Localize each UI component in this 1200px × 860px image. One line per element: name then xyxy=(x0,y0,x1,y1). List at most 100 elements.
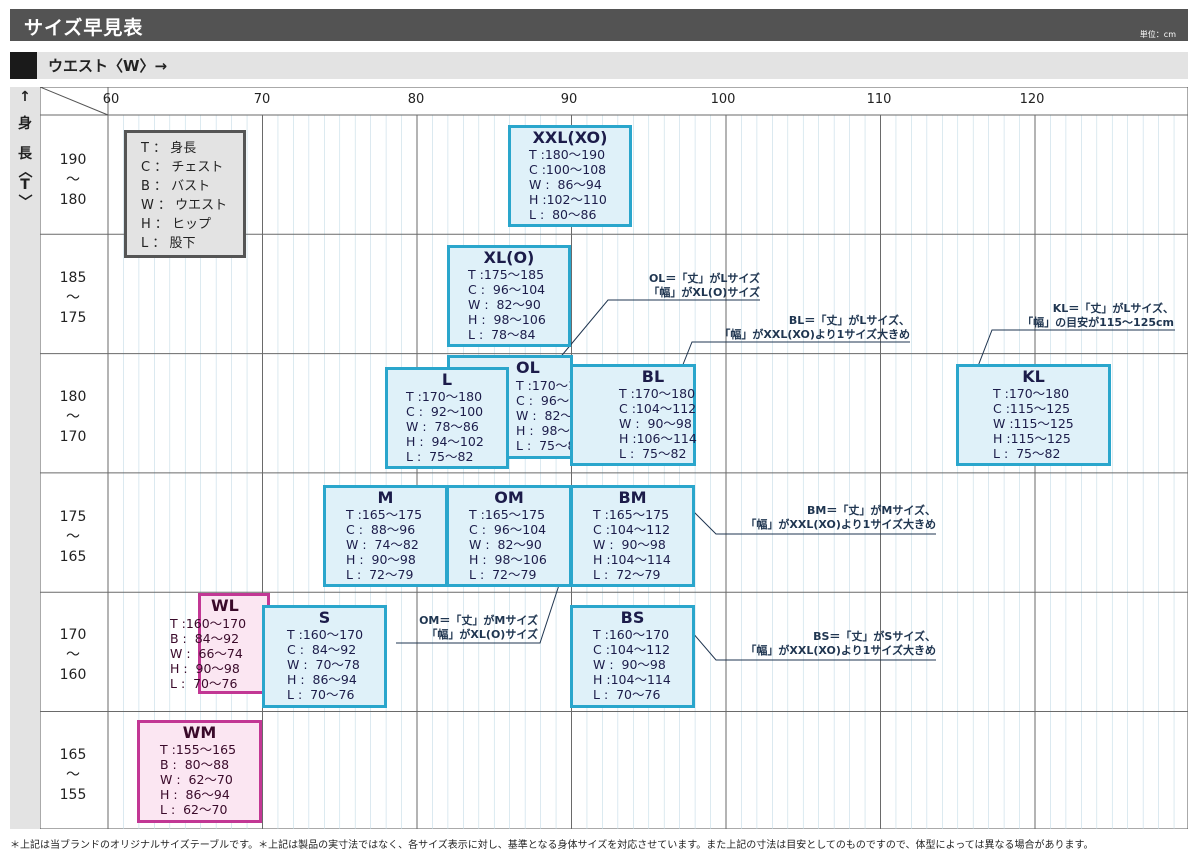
size-line: H :104〜114 xyxy=(593,552,671,567)
size-name: BM xyxy=(618,488,647,507)
height-row-label: 185 〜 175 xyxy=(44,268,102,328)
height-row-bottom: 165 xyxy=(59,549,87,565)
legend-item: H ： ヒップ xyxy=(141,217,212,232)
size-line: L : 72〜79 xyxy=(593,567,661,582)
x-tick-label: 110 xyxy=(866,92,892,107)
size-line: C : 88〜96 xyxy=(346,522,416,537)
size-line: L : 62〜70 xyxy=(160,802,228,817)
height-row-top: 185 xyxy=(59,270,87,286)
size-line: W : 70〜78 xyxy=(287,657,360,672)
height-row-bottom: 170 xyxy=(59,429,87,445)
size-line: H : 90〜98 xyxy=(170,661,240,676)
size-line: T :165〜175 xyxy=(593,507,670,522)
size-line: T :180〜190 xyxy=(529,147,606,162)
size-line: L : 72〜79 xyxy=(469,567,537,582)
size-box-bs: BS T :160〜170 C :104〜112 W : 90〜98 H :10… xyxy=(570,605,695,708)
size-name: S xyxy=(318,608,331,627)
size-name: OL xyxy=(516,358,540,377)
size-line: W : 82〜90 xyxy=(468,297,541,312)
note-kl: KL＝「丈」がLサイズ、 「幅」の目安が115〜125cm xyxy=(1022,302,1174,329)
x-tick-label: 100 xyxy=(710,92,736,107)
unit-label: 単位：cm xyxy=(1139,30,1176,39)
x-tick-label: 80 xyxy=(407,92,425,107)
size-line: C :104〜112 xyxy=(593,642,671,657)
height-row-sep: 〜 xyxy=(66,172,80,188)
size-line: W : 90〜98 xyxy=(593,537,666,552)
legend-item: B ： バスト xyxy=(141,179,211,194)
size-box-xl: XL(O) T :175〜185 C : 96〜104 W : 82〜90 H … xyxy=(447,245,571,347)
waist-axis-header: ウエスト〈W〉→ xyxy=(10,52,1188,79)
size-line: L : 80〜86 xyxy=(529,207,597,222)
size-line: L : 78〜84 xyxy=(468,327,536,342)
legend-box: T ： 身長 C ： チェスト B ： バスト W ： ウエスト H ： ヒップ… xyxy=(124,130,246,258)
height-row-label: 175 〜 165 xyxy=(44,507,102,567)
height-row-top: 170 xyxy=(59,627,87,643)
size-line: W : 78〜86 xyxy=(406,419,479,434)
size-line: H : 98〜106 xyxy=(469,552,547,567)
size-line: B : 84〜92 xyxy=(170,631,240,646)
size-line: L : 75〜82 xyxy=(993,446,1061,461)
size-line: C :115〜125 xyxy=(993,401,1071,416)
size-line: C :100〜108 xyxy=(529,162,607,177)
size-name: OM xyxy=(494,488,524,507)
size-line: C : 92〜100 xyxy=(406,404,484,419)
height-row-bottom: 155 xyxy=(59,787,87,803)
x-tick-label: 60 xyxy=(102,92,120,107)
height-row-sep: 〜 xyxy=(66,647,80,663)
height-row-sep: 〜 xyxy=(66,409,80,425)
waist-axis-label: ウエスト〈W〉→ xyxy=(48,57,168,75)
size-line: W : 90〜98 xyxy=(619,416,692,431)
size-name: L xyxy=(441,370,453,389)
size-line: C :104〜112 xyxy=(593,522,671,537)
size-box-xxl: XXL(XO) T :180〜190 C :100〜108 W : 86〜94 … xyxy=(508,125,632,227)
size-line: H : 94〜102 xyxy=(406,434,484,449)
height-row-label: 165 〜 155 xyxy=(44,745,102,805)
size-line: T :165〜175 xyxy=(469,507,546,522)
size-line: H :115〜125 xyxy=(993,431,1071,446)
legend-item: C ： チェスト xyxy=(141,160,224,175)
note-om: OM＝「丈」がMサイズ 「幅」がXL(O)サイズ xyxy=(419,614,538,641)
page-title: サイズ早見表 xyxy=(24,17,144,39)
footer-note: ＊上記は当ブランドのオリジナルサイズテーブルです。＊上記は製品の実寸法ではなく、… xyxy=(10,840,1094,851)
note-bm: BM＝「丈」がMサイズ、 「幅」がXXL(XO)より1サイズ大きめ xyxy=(745,504,936,531)
size-box-l: L T :170〜180 C : 92〜100 W : 78〜86 H : 94… xyxy=(385,367,509,469)
size-name: XL(O) xyxy=(483,248,535,267)
size-line: C :104〜112 xyxy=(619,401,697,416)
size-line: B : 80〜88 xyxy=(160,757,230,772)
height-axis-char: ↑ xyxy=(19,89,31,105)
height-row-sep: 〜 xyxy=(66,767,80,783)
size-name: XXL(XO) xyxy=(532,128,608,147)
height-row-top: 190 xyxy=(59,152,87,168)
x-tick-label: 120 xyxy=(1019,92,1045,107)
size-name: BS xyxy=(620,608,645,627)
size-box-wm: WM T :155〜165 B : 80〜88 W : 62〜70 H : 86… xyxy=(137,720,262,823)
size-line: T :170〜180 xyxy=(406,389,483,404)
size-line: W : 74〜82 xyxy=(346,537,419,552)
size-line: T :175〜185 xyxy=(468,267,545,282)
height-row-top: 180 xyxy=(59,389,87,405)
height-row-label: 170 〜 160 xyxy=(44,625,102,685)
height-axis-char: 身 xyxy=(18,116,32,132)
height-row-label: 190 〜 180 xyxy=(44,150,102,210)
size-line: L : 75〜82 xyxy=(406,449,474,464)
height-row-sep: 〜 xyxy=(66,529,80,545)
size-box-wl: WL xyxy=(198,593,270,694)
size-box-bm: BM T :165〜175 C :104〜112 W : 90〜98 H :10… xyxy=(570,485,695,587)
size-line: W : 66〜74 xyxy=(170,646,243,661)
note-bs: BS＝「丈」がSサイズ、 「幅」がXXL(XO)より1サイズ大きめ xyxy=(745,630,936,657)
size-line: H :104〜114 xyxy=(593,672,671,687)
height-axis-char: 長 xyxy=(18,146,32,162)
size-box-om: OM T :165〜175 C : 96〜104 W : 82〜90 H : 9… xyxy=(446,485,572,587)
size-lines-wl: T :160〜170 B : 84〜92 W : 66〜74 H : 90〜98… xyxy=(170,616,246,691)
size-line: H : 86〜94 xyxy=(287,672,357,687)
note-bl: BL＝「丈」がLサイズ、 「幅」がXXL(XO)より1サイズ大きめ xyxy=(719,314,910,341)
size-line: T :155〜165 xyxy=(160,742,237,757)
size-line: C : 84〜92 xyxy=(287,642,357,657)
size-line: H :106〜114 xyxy=(619,431,697,446)
size-line: C : 96〜104 xyxy=(469,522,547,537)
height-row-top: 165 xyxy=(59,747,87,763)
size-name: KL xyxy=(1022,367,1045,386)
size-line: T :160〜170 xyxy=(287,627,364,642)
height-row-bottom: 180 xyxy=(59,192,87,208)
size-line: C : 96〜104 xyxy=(468,282,546,297)
